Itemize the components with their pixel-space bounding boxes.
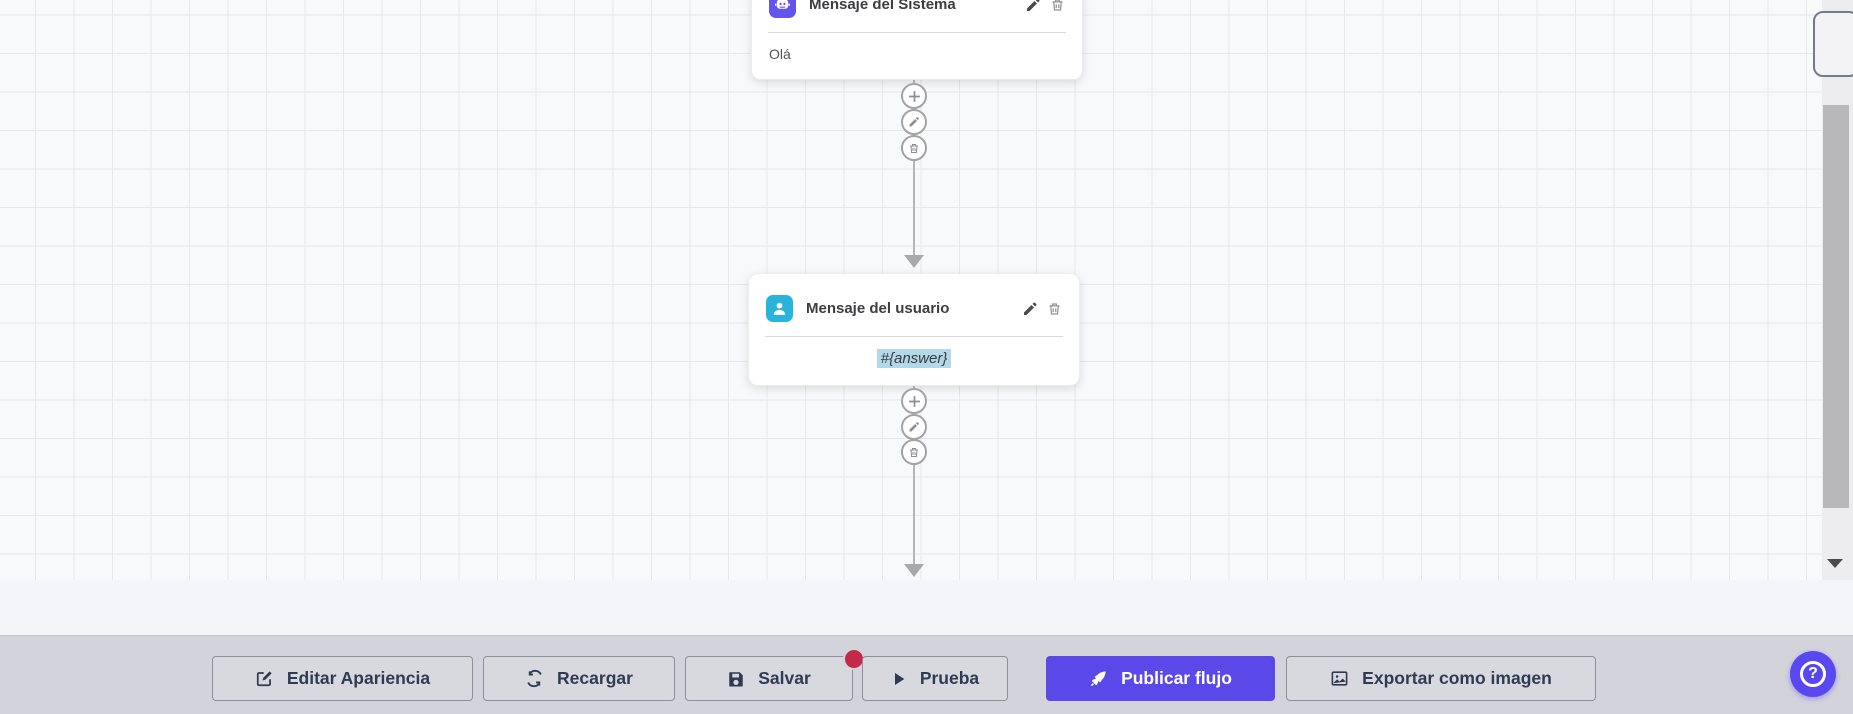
help-button[interactable]: ?: [1790, 651, 1836, 697]
scroll-down-icon[interactable]: [1827, 559, 1843, 568]
refresh-icon: [525, 669, 544, 688]
publish-flow-button[interactable]: Publicar flujo: [1046, 656, 1275, 701]
rocket-icon: [1089, 669, 1108, 688]
delete-connection-button[interactable]: [901, 135, 927, 161]
page-scrollbar-thumb[interactable]: [1813, 11, 1853, 77]
save-button[interactable]: Salvar: [685, 656, 853, 701]
delete-node-button[interactable]: [1047, 301, 1062, 317]
button-label: Publicar flujo: [1121, 668, 1232, 688]
canvas-scrollbar-thumb[interactable]: [1823, 105, 1849, 508]
bottom-toolbar: Editar Apariencia Recargar Salvar Prueba: [0, 635, 1853, 714]
reload-button[interactable]: Recargar: [483, 656, 675, 701]
save-icon: [727, 670, 745, 688]
robot-icon: [769, 0, 796, 18]
button-label: Editar Apariencia: [286, 668, 431, 688]
button-label: Prueba: [919, 668, 980, 688]
connector-line: [913, 79, 915, 257]
card-divider: [768, 32, 1066, 33]
connector-line: [913, 386, 915, 566]
help-label: ?: [1808, 665, 1818, 682]
connector-arrow-icon: [904, 255, 924, 268]
flow-canvas[interactable]: Mensaje del Sistema Olá: [0, 0, 1853, 580]
footer-strip: [0, 580, 1853, 635]
button-label: Recargar: [557, 668, 633, 688]
edit-connection-button[interactable]: [901, 109, 927, 135]
node-title: Mensaje del usuario: [806, 300, 950, 317]
node-system-message[interactable]: Mensaje del Sistema Olá: [751, 0, 1083, 80]
card-divider: [765, 336, 1063, 337]
connector-arrow-icon: [904, 564, 924, 577]
edit-node-button[interactable]: [1022, 301, 1038, 317]
delete-connection-button[interactable]: [901, 439, 927, 465]
button-label: Salvar: [758, 668, 811, 688]
export-image-button[interactable]: Exportar como imagen: [1286, 656, 1596, 701]
add-node-button[interactable]: [901, 388, 927, 414]
edit-square-icon: [255, 669, 274, 688]
variable-chip[interactable]: #{answer}: [876, 349, 952, 368]
user-icon: [766, 295, 793, 322]
node-title: Mensaje del Sistema: [809, 0, 956, 13]
node-user-message[interactable]: Mensaje del usuario #{answer}: [748, 273, 1080, 386]
question-circle-icon: ?: [1800, 661, 1826, 687]
test-button[interactable]: Prueba: [862, 656, 1008, 701]
add-node-button[interactable]: [901, 83, 927, 109]
image-icon: [1330, 669, 1349, 688]
node-body-text: Olá: [769, 46, 791, 62]
button-label: Exportar como imagen: [1362, 668, 1552, 688]
play-icon: [891, 671, 907, 687]
edit-appearance-button[interactable]: Editar Apariencia: [212, 656, 473, 701]
delete-node-button[interactable]: [1050, 0, 1065, 13]
edit-connection-button[interactable]: [901, 414, 927, 440]
edit-node-button[interactable]: [1025, 0, 1041, 13]
